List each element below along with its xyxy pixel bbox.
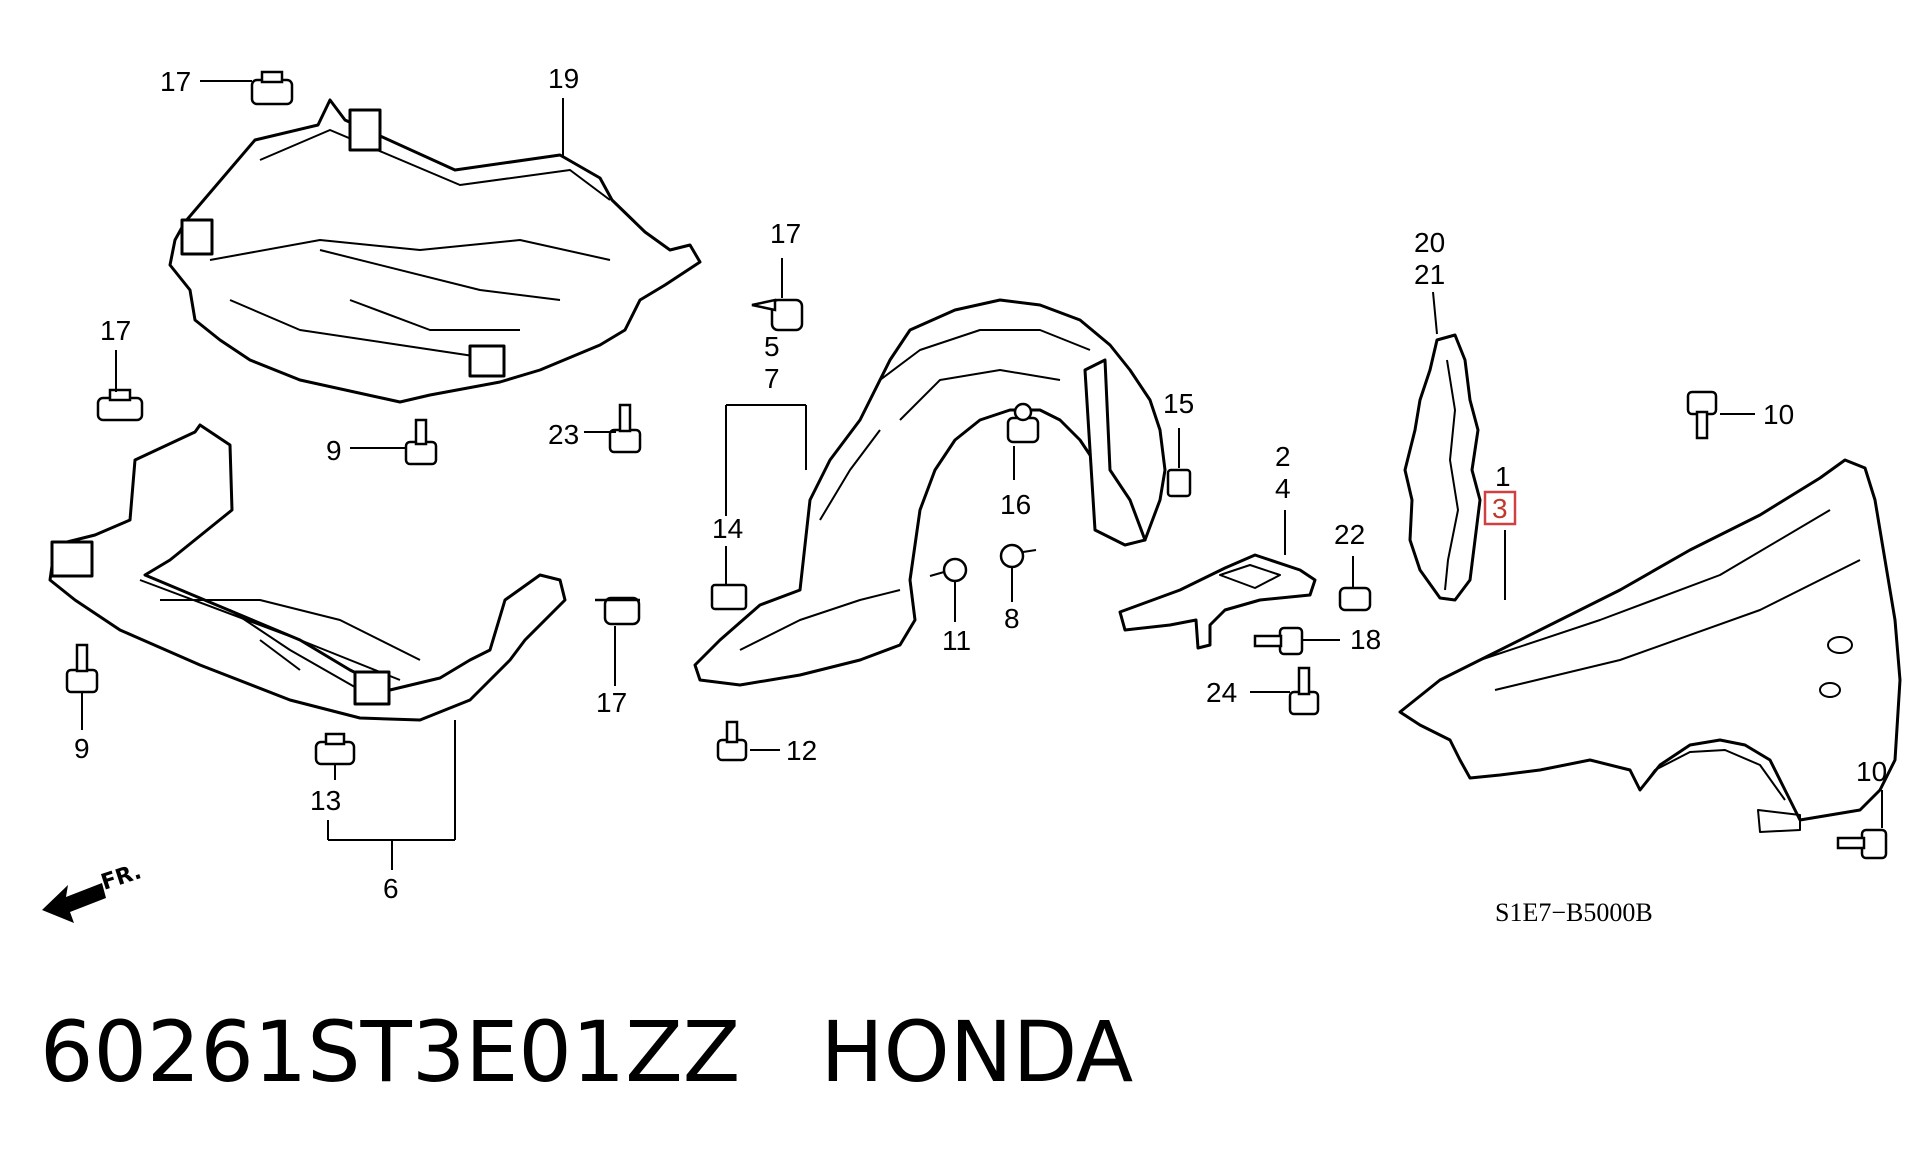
front-fender bbox=[1398, 458, 1902, 833]
callout-14: 14 bbox=[712, 513, 743, 544]
callout-9b: 9 bbox=[74, 733, 90, 764]
bolt-18 bbox=[1253, 626, 1304, 656]
bolt-10a bbox=[1686, 390, 1718, 440]
bolt-12 bbox=[716, 720, 748, 762]
fender-bracket bbox=[1118, 553, 1317, 650]
callout-10b: 10 bbox=[1856, 756, 1887, 787]
callout-16: 16 bbox=[1000, 489, 1031, 520]
callout-21: 21 bbox=[1414, 259, 1445, 290]
callout-6: 6 bbox=[383, 873, 399, 904]
callout-1: 1 bbox=[1495, 461, 1511, 492]
bolt-9a bbox=[404, 418, 438, 466]
callout-labels: 17 19 17 17 5 7 9 23 14 16 15 20 21 10 2… bbox=[74, 63, 1887, 904]
callout-3-highlighted: 3 bbox=[1492, 493, 1508, 524]
callout-17b: 17 bbox=[100, 315, 131, 346]
clip-17a bbox=[250, 70, 294, 106]
callout-19: 19 bbox=[548, 63, 579, 94]
callout-13: 13 bbox=[310, 785, 341, 816]
caption: 60261ST3E01ZZ HONDA bbox=[40, 1010, 1133, 1094]
leader-lines bbox=[81, 80, 1883, 870]
callout-4: 4 bbox=[1275, 473, 1291, 504]
callout-2: 2 bbox=[1275, 441, 1291, 472]
callout-24: 24 bbox=[1206, 677, 1237, 708]
bolt-24 bbox=[1288, 666, 1320, 716]
clip-17c bbox=[595, 596, 641, 626]
clip-14 bbox=[710, 583, 748, 611]
fr-label: FR. bbox=[98, 859, 144, 895]
callout-7: 7 bbox=[764, 363, 780, 394]
diagram-code: S1E7−B5000B bbox=[1495, 898, 1653, 927]
callout-17d: 17 bbox=[596, 687, 627, 718]
bolt-23 bbox=[608, 403, 642, 454]
callout-17a: 17 bbox=[160, 66, 191, 97]
callout-23: 23 bbox=[548, 419, 579, 450]
clip-16 bbox=[1006, 402, 1040, 444]
highlight-box bbox=[1483, 490, 1517, 526]
screw-8 bbox=[999, 543, 1037, 569]
callout-5: 5 bbox=[764, 331, 780, 362]
callout-15: 15 bbox=[1163, 388, 1194, 419]
callout-10a: 10 bbox=[1763, 399, 1794, 430]
fasteners bbox=[65, 70, 1888, 860]
callout-12: 12 bbox=[786, 735, 817, 766]
lower-splash-shield bbox=[48, 423, 567, 722]
callout-17c: 17 bbox=[770, 218, 801, 249]
screw-11 bbox=[929, 557, 968, 583]
part-number: 60261ST3E01ZZ bbox=[40, 1003, 741, 1101]
clip-17b bbox=[96, 388, 144, 422]
callout-22: 22 bbox=[1334, 519, 1365, 550]
callout-20: 20 bbox=[1414, 227, 1445, 258]
callout-9a: 9 bbox=[326, 435, 342, 466]
clip-13 bbox=[314, 732, 356, 766]
fender-seal bbox=[1403, 333, 1482, 602]
callout-11: 11 bbox=[942, 625, 971, 656]
nut-15 bbox=[1166, 468, 1192, 498]
brand-name: HONDA bbox=[820, 1003, 1134, 1101]
clip-5 bbox=[751, 298, 804, 332]
bolt-9b bbox=[65, 643, 99, 694]
upper-splash-shield bbox=[168, 98, 702, 404]
callout-8: 8 bbox=[1004, 603, 1020, 634]
bolt-10b bbox=[1836, 828, 1888, 860]
front-direction-arrow: FR. bbox=[42, 859, 145, 923]
fender-liner bbox=[693, 298, 1167, 687]
nut-22 bbox=[1338, 586, 1372, 612]
callout-18: 18 bbox=[1350, 624, 1381, 655]
